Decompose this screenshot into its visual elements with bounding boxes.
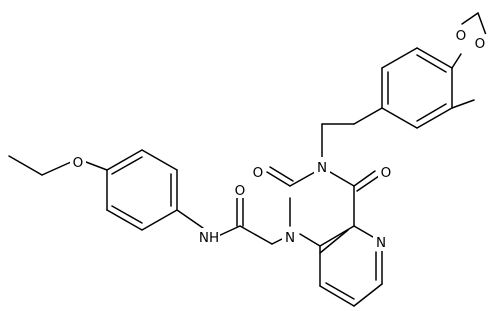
bond-o1-ch2	[461, 12, 479, 25]
atom-label-n1: N	[285, 230, 295, 246]
atom-o-c4: O	[378, 162, 394, 181]
bond-phenyl-5	[106, 209, 143, 231]
atom-n-pyridine: N	[373, 233, 389, 251]
atom-label-nh-amide: NH	[199, 230, 219, 246]
atom-label-o-c2: O	[253, 165, 264, 181]
atom-o-dioxole-bottom: O	[472, 34, 488, 52]
atom-o-dioxole-top: O	[453, 26, 469, 44]
bonds	[8, 12, 487, 307]
bond-ch2-o3	[477, 12, 487, 36]
atom-label-n3: N	[317, 160, 327, 176]
bond-bd-5	[416, 107, 453, 129]
atom-o-ethoxy: O	[70, 153, 86, 171]
atom-label-nh-symbol: N	[199, 230, 209, 246]
atom-label-o-dioxole-bottom: O	[475, 36, 486, 52]
bond-c7a-o3	[451, 99, 475, 109]
atom-n1: N	[282, 227, 298, 246]
bond-c7-c8-inner	[325, 282, 355, 300]
atom-label-o-c4: O	[381, 165, 392, 181]
atom-label-o-amide: O	[235, 183, 246, 199]
bond-bd-5-inner	[416, 103, 447, 122]
bond-c4a-npy	[353, 225, 374, 238]
bond-carbonyl-ch2	[239, 225, 273, 245]
bond-n3-c4	[329, 171, 355, 187]
bond-bd-6	[381, 107, 418, 129]
bond-o-aryl	[85, 161, 108, 171]
atom-label-n-pyridine: N	[376, 235, 386, 251]
atom-label-o-dioxole-top: O	[456, 28, 467, 44]
bond-c7-c8	[319, 285, 355, 307]
atom-o-c2: O	[250, 162, 266, 181]
bond-ethyl-ch3-ch2	[8, 155, 43, 176]
bond-c3a-o1	[451, 53, 462, 69]
bond-c2-n3	[289, 171, 316, 187]
atom-label-nh-hydrogen: H	[209, 230, 219, 246]
bond-phenyl-1-inner	[111, 156, 143, 175]
bond-bd-2	[381, 47, 418, 69]
bond-c6-c7	[353, 283, 383, 307]
bond-ch2-n1	[271, 238, 283, 245]
atom-nh-amide: NH	[198, 228, 220, 246]
bond-c2-o-2	[269, 166, 294, 182]
atom-o-amide: O	[232, 180, 248, 199]
bond-bd-3	[416, 47, 453, 69]
bond-c2-o-1	[266, 171, 291, 187]
bond-c4a-c8a-inner	[319, 229, 349, 254]
bond-c4-o-1	[353, 170, 376, 187]
bond-ch2-aryl-up	[353, 107, 383, 125]
bond-c8a-n1	[299, 233, 321, 247]
bond-c4-o-2	[356, 175, 380, 192]
bond-phenyl-2	[141, 149, 178, 171]
bond-phenyl-5-inner	[111, 205, 143, 224]
atom-labels: O O N O O N N O	[70, 26, 488, 251]
bond-ethyl-ch2-o	[41, 161, 72, 176]
atom-n3: N	[314, 157, 330, 176]
bond-bd-3-inner	[416, 54, 447, 73]
bond-aryl-nh	[176, 209, 204, 229]
bond-c4a-c8a	[319, 225, 355, 247]
atom-label-o-ethoxy: O	[73, 155, 84, 171]
bond-phenyl-4	[141, 209, 178, 231]
bond-phenyl-1	[106, 149, 143, 171]
